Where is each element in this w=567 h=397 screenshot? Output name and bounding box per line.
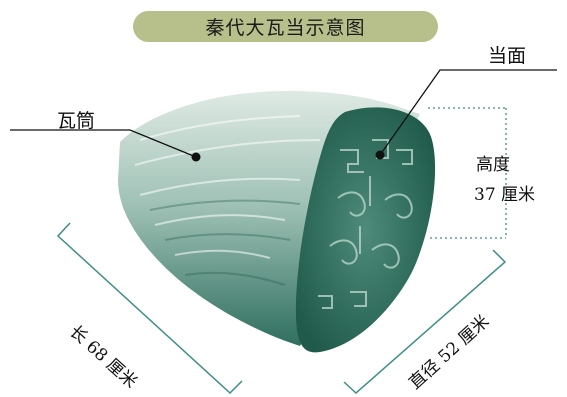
tube-texture-dark [149, 199, 301, 286]
label-face: 当面 [488, 41, 526, 68]
face-leader-line [379, 69, 557, 156]
label-face-text: 当面 [488, 45, 527, 67]
label-tube: 瓦筒 [57, 106, 95, 133]
label-height-title: 高度 [476, 150, 510, 175]
label-height-value-text: 37 厘米 [474, 185, 536, 205]
diagram-title-text: 秦代大瓦当示意图 [205, 17, 366, 39]
label-tube-text: 瓦筒 [57, 110, 96, 132]
label-height-title-text: 高度 [476, 155, 510, 175]
length-dimension-line [56, 222, 243, 395]
diagram-title: 秦代大瓦当示意图 [133, 11, 438, 42]
tube-marker-dot [191, 152, 201, 162]
diameter-dimension-line [343, 249, 507, 395]
height-guides [428, 107, 507, 239]
tube-texture [134, 115, 321, 259]
label-height-value: 37 厘米 [474, 180, 535, 205]
face-marker-dot [375, 150, 385, 160]
tile-face [295, 107, 436, 353]
tube-leader-line [10, 129, 197, 158]
